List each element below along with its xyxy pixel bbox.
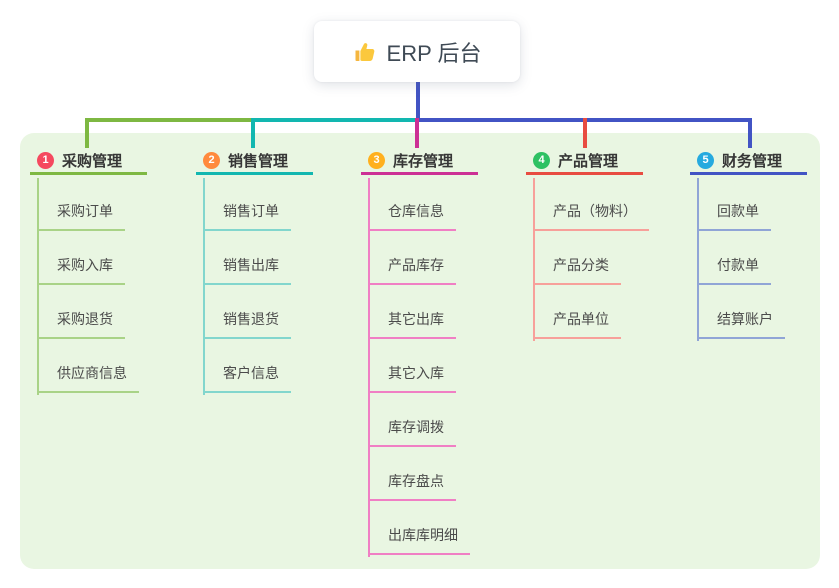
child-node[interactable]: 产品单位 <box>533 285 649 339</box>
child-node[interactable]: 回款单 <box>697 177 785 231</box>
branch-children-line <box>533 178 535 341</box>
branch-drop-5 <box>748 118 752 148</box>
child-node[interactable]: 其它入库 <box>368 339 470 393</box>
child-node[interactable]: 产品库存 <box>368 231 470 285</box>
branch-label: 财务管理 <box>722 152 783 170</box>
bus-segment-green <box>85 118 253 122</box>
child-node[interactable]: 付款单 <box>697 231 785 285</box>
child-node[interactable]: 库存盘点 <box>368 447 470 501</box>
branch-number-badge: 5 <box>697 151 714 169</box>
branch-sales: 2 销售管理 销售订单 销售出库 销售退货 客户信息 <box>196 148 356 395</box>
child-node[interactable]: 出库库明细 <box>368 501 470 555</box>
child-node[interactable]: 结算账户 <box>697 285 785 339</box>
bus-segment-teal <box>253 118 419 122</box>
child-node[interactable]: 产品分类 <box>533 231 649 285</box>
root-connector-line <box>416 82 420 118</box>
branch-drop-4 <box>583 118 587 148</box>
child-node[interactable]: 采购退货 <box>37 285 139 339</box>
child-node[interactable]: 销售出库 <box>203 231 291 285</box>
branch-title-sales[interactable]: 2 销售管理 <box>196 148 313 175</box>
branch-label: 销售管理 <box>228 152 289 170</box>
branch-children-line <box>697 178 699 341</box>
child-node[interactable]: 销售退货 <box>203 285 291 339</box>
child-node[interactable]: 产品（物料） <box>533 177 649 231</box>
branch-number-badge: 4 <box>533 151 550 169</box>
branch-product: 4 产品管理 产品（物料） 产品分类 产品单位 <box>526 148 686 341</box>
branch-drop-3 <box>415 118 419 148</box>
branch-drop-1 <box>85 118 89 148</box>
child-node[interactable]: 采购入库 <box>37 231 139 285</box>
root-label: ERP 后台 <box>386 40 482 66</box>
child-node[interactable]: 库存调拨 <box>368 393 470 447</box>
child-node[interactable]: 其它出库 <box>368 285 470 339</box>
branch-children-line <box>203 178 205 395</box>
branch-number-badge: 3 <box>368 151 385 169</box>
branch-title-inventory[interactable]: 3 库存管理 <box>361 148 478 175</box>
thumbs-up-icon <box>353 40 377 64</box>
child-node[interactable]: 采购订单 <box>37 177 139 231</box>
branches-panel <box>20 133 820 569</box>
branch-title-purchase[interactable]: 1 采购管理 <box>30 148 147 175</box>
branch-title-finance[interactable]: 5 财务管理 <box>690 148 807 175</box>
branch-inventory: 3 库存管理 仓库信息 产品库存 其它出库 其它入库 库存调拨 库存盘点 出库库… <box>361 148 521 557</box>
branch-label: 库存管理 <box>393 152 454 170</box>
branch-label: 采购管理 <box>62 152 123 170</box>
branch-number-badge: 1 <box>37 151 54 169</box>
child-node[interactable]: 仓库信息 <box>368 177 470 231</box>
branch-purchase: 1 采购管理 采购订单 采购入库 采购退货 供应商信息 <box>30 148 190 395</box>
branch-drop-2 <box>251 118 255 148</box>
child-node[interactable]: 销售订单 <box>203 177 291 231</box>
root-node[interactable]: ERP 后台 <box>314 21 520 82</box>
branch-number-badge: 2 <box>203 151 220 169</box>
branch-children-line <box>37 178 39 395</box>
child-node[interactable]: 供应商信息 <box>37 339 139 393</box>
branch-children-line <box>368 178 370 557</box>
branch-label: 产品管理 <box>558 152 619 170</box>
child-node[interactable]: 客户信息 <box>203 339 291 393</box>
branch-title-product[interactable]: 4 产品管理 <box>526 148 643 175</box>
branch-finance: 5 财务管理 回款单 付款单 结算账户 <box>690 148 839 341</box>
